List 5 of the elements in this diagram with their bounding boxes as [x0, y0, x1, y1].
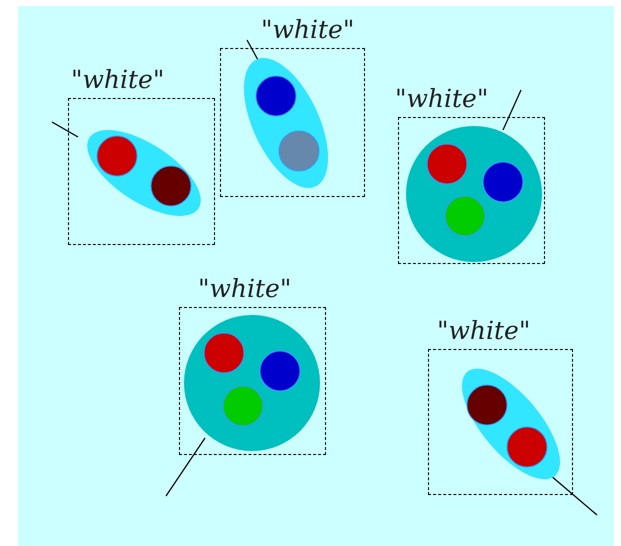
label-text: "white"	[71, 65, 164, 95]
label-text: "white"	[198, 274, 292, 304]
label-text: "white"	[261, 15, 354, 45]
label-text: "white"	[437, 316, 530, 346]
label-text: "white"	[395, 84, 488, 114]
